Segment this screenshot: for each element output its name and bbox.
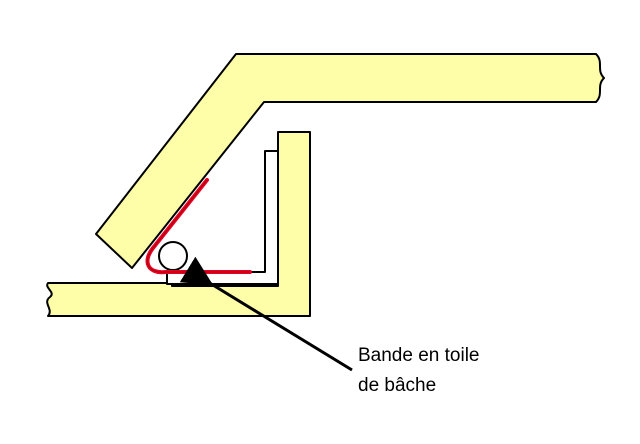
annotation-line-1: Bande en toile: [358, 345, 480, 366]
pointer-arrow: [179, 256, 353, 372]
annotation-label: Bande en toile de bâche: [358, 345, 485, 396]
rod-circle: [158, 241, 188, 271]
canvas-strip-outline: [147, 179, 251, 273]
base-board: [46, 131, 311, 317]
annotation-line-2: de bâche: [358, 375, 436, 396]
inner-lining: [166, 150, 279, 285]
lid-board: [95, 53, 605, 269]
